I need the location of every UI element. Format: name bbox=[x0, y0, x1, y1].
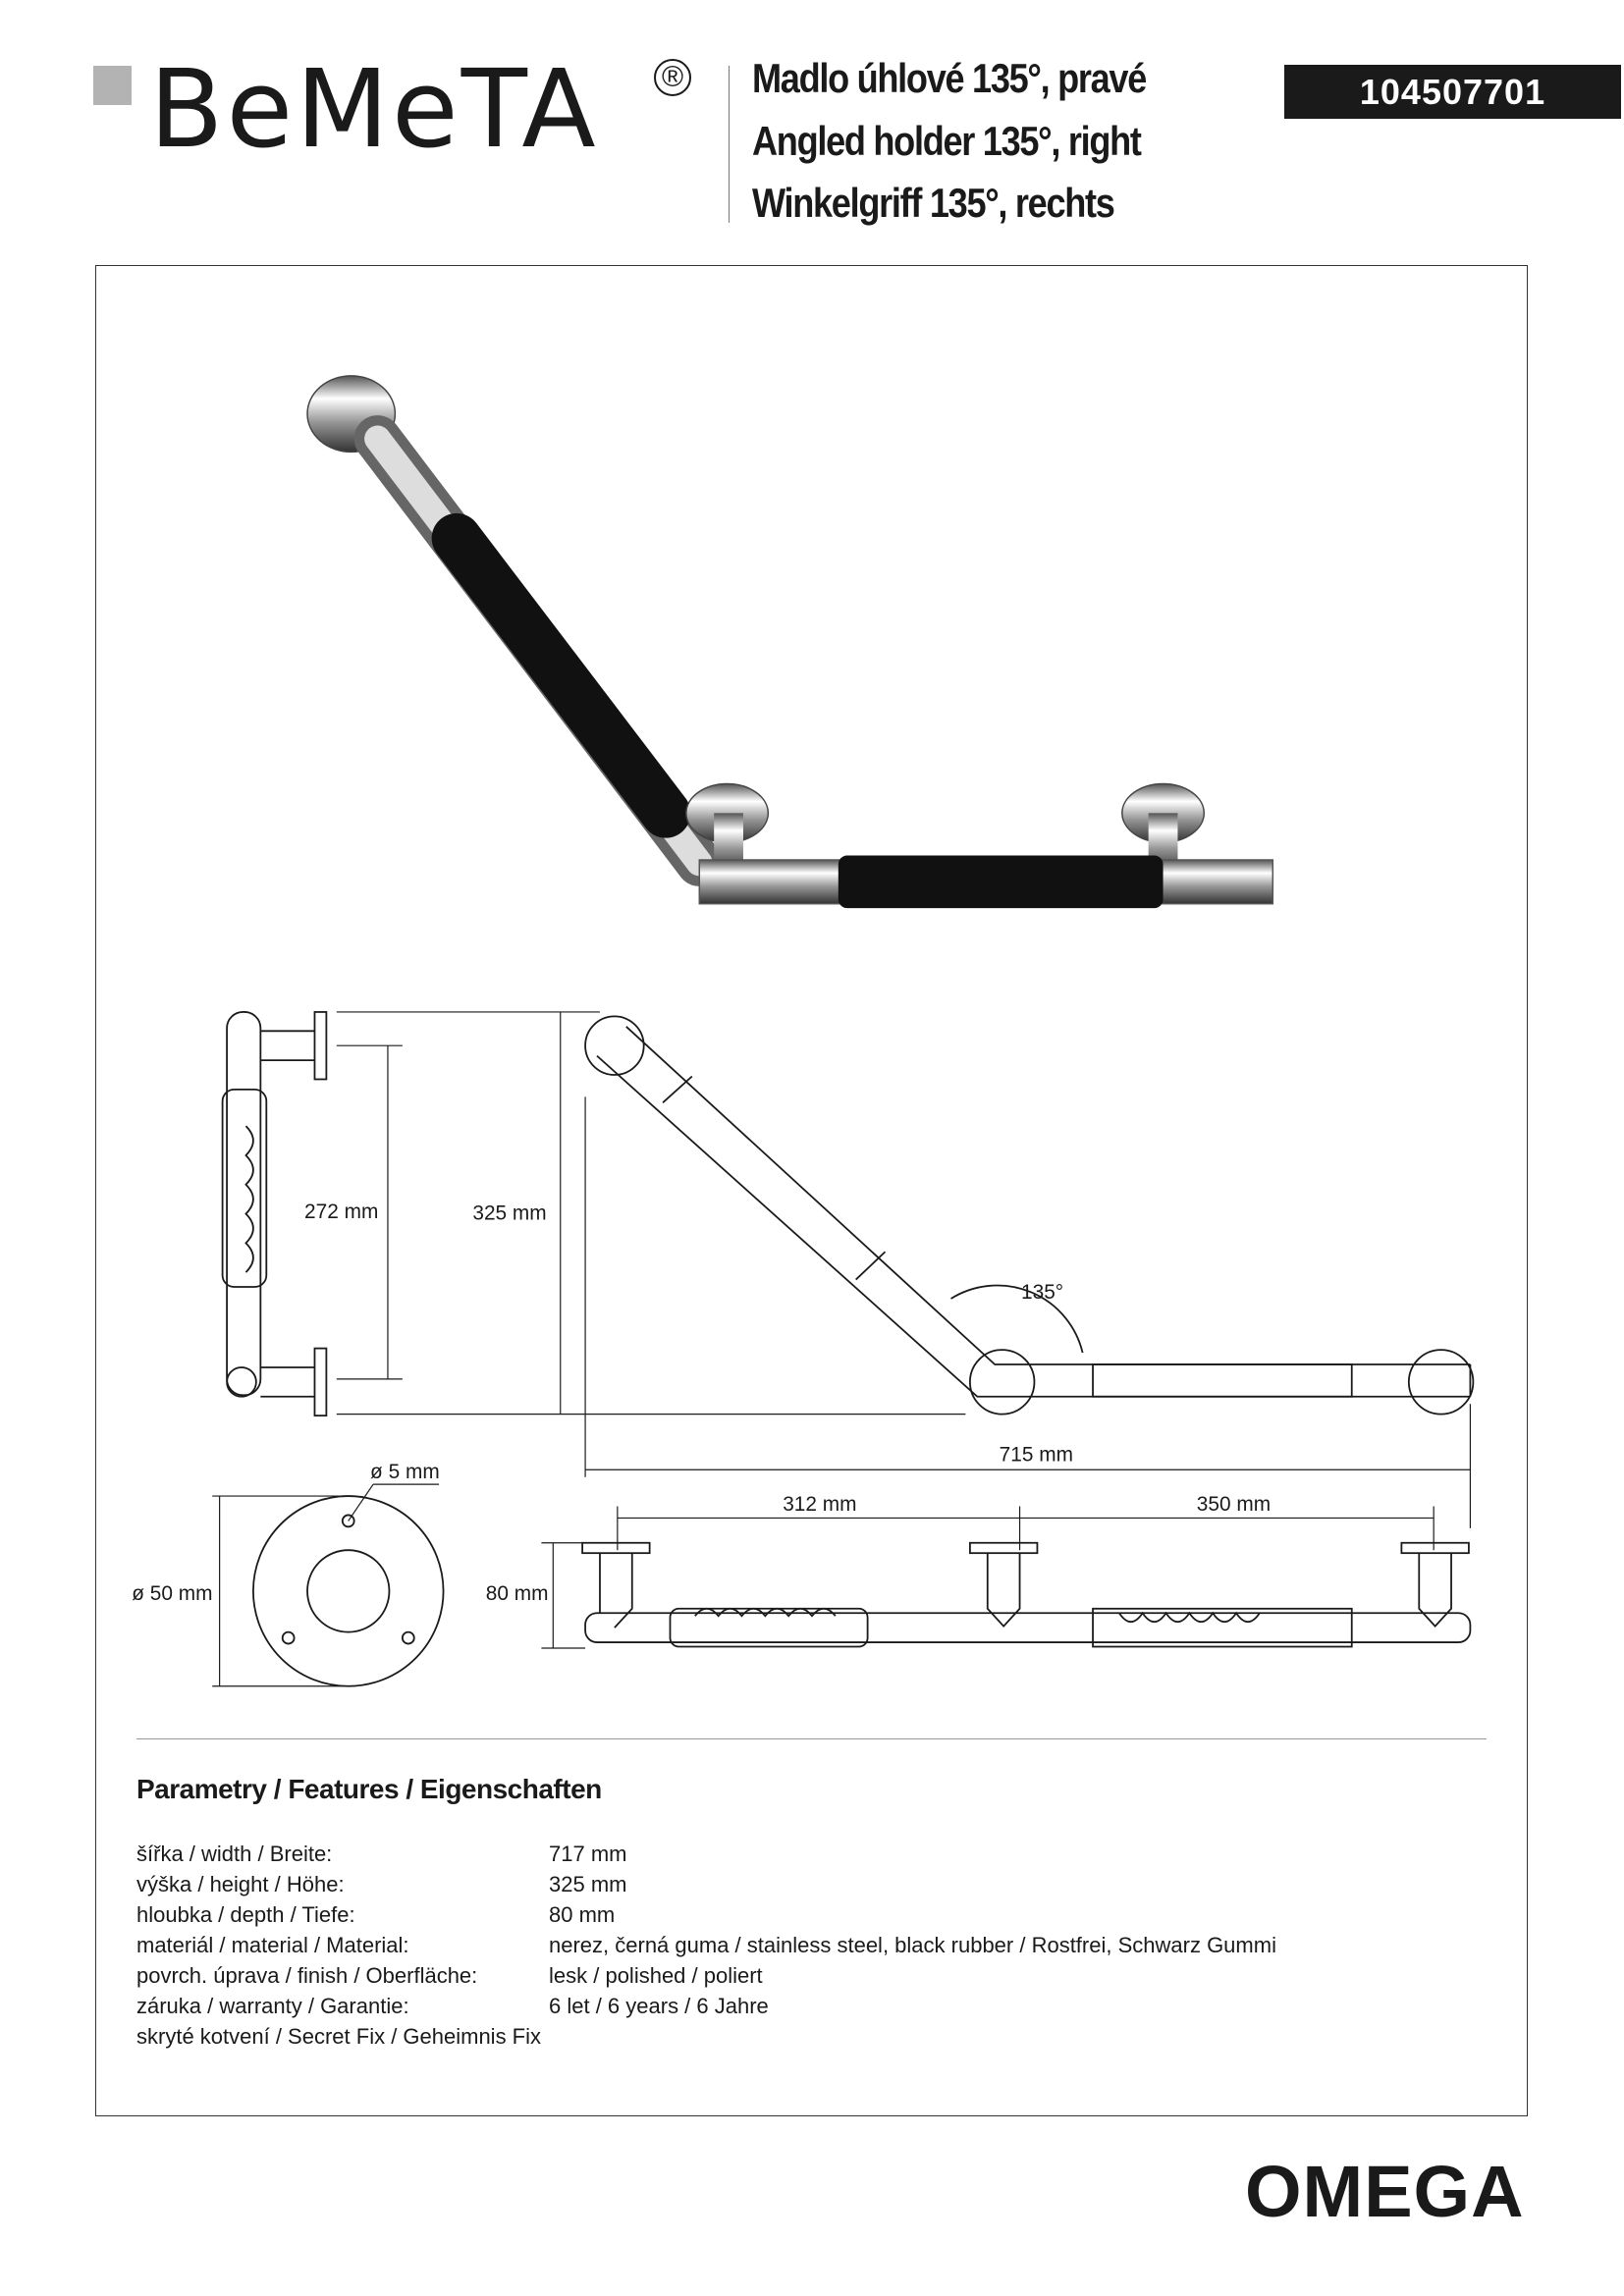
product-photo bbox=[306, 375, 1274, 909]
top-view bbox=[581, 1541, 1472, 1648]
dim-312: 312 mm bbox=[783, 1493, 856, 1516]
feature-row: hloubka / depth / Tiefe: 80 mm bbox=[136, 1902, 1413, 1928]
feature-row: skryté kotvení / Secret Fix / Geheimnis … bbox=[136, 2024, 1413, 2050]
title-cz: Madlo úhlové 135°, pravé bbox=[752, 55, 1147, 101]
front-view bbox=[584, 1015, 1475, 1415]
feature-label: povrch. úprava / finish / Oberfläche: bbox=[136, 1963, 478, 1988]
feature-row: šířka / width / Breite: 717 mm bbox=[136, 1842, 1413, 1867]
title-en: Angled holder 135°, right bbox=[752, 118, 1142, 164]
registered-mark: ® bbox=[654, 59, 691, 96]
dim-dia5: ø 5 mm bbox=[370, 1461, 440, 1483]
side-view bbox=[221, 1011, 328, 1417]
dimension-lines bbox=[212, 1011, 1472, 1687]
feature-value: 80 mm bbox=[549, 1902, 616, 1927]
feature-row: záruka / warranty / Garantie: 6 let / 6 y… bbox=[136, 1994, 1413, 2019]
brand-logo: BeMeTA bbox=[149, 46, 599, 172]
feature-label: hloubka / depth / Tiefe: bbox=[136, 1902, 355, 1927]
feature-row: povrch. úprava / finish / Oberfläche: les… bbox=[136, 1963, 1413, 1989]
dim-80: 80 mm bbox=[486, 1582, 549, 1605]
features-heading: Parametry / Features / Eigenschaften bbox=[136, 1774, 602, 1804]
section-divider bbox=[136, 1738, 1487, 1739]
logo-square bbox=[93, 66, 132, 105]
feature-value: 6 let / 6 years / 6 Jahre bbox=[549, 1994, 769, 2018]
product-code: 104507701 bbox=[1284, 65, 1621, 119]
feature-label: záruka / warranty / Garantie: bbox=[136, 1994, 409, 2018]
dim-272: 272 mm bbox=[304, 1201, 378, 1223]
dim-325: 325 mm bbox=[472, 1202, 546, 1225]
dim-350: 350 mm bbox=[1197, 1493, 1271, 1516]
series-name: OMEGA bbox=[1245, 2151, 1525, 2232]
feature-label: materiál / material / Material: bbox=[136, 1933, 409, 1957]
flange-view bbox=[251, 1495, 445, 1687]
feature-label: šířka / width / Breite: bbox=[136, 1842, 333, 1866]
header-divider bbox=[729, 66, 730, 223]
dim-715: 715 mm bbox=[1000, 1443, 1073, 1466]
feature-value: lesk / polished / poliert bbox=[549, 1963, 763, 1988]
feature-value: 325 mm bbox=[549, 1872, 627, 1896]
feature-label: výška / height / Höhe: bbox=[136, 1872, 345, 1896]
dim-angle: 135° bbox=[1021, 1281, 1063, 1304]
dim-dia50: ø 50 mm bbox=[132, 1582, 212, 1605]
feature-row: materiál / material / Material: nerez, če… bbox=[136, 1933, 1413, 1958]
title-de: Winkelgriff 135°, rechts bbox=[752, 180, 1115, 226]
drawing-frame bbox=[95, 265, 1528, 2116]
feature-label: skryté kotvení / Secret Fix / Geheimnis … bbox=[136, 2024, 542, 2049]
feature-value: nerez, černá guma / stainless steel, bla… bbox=[549, 1933, 1276, 1957]
feature-value: 717 mm bbox=[549, 1842, 627, 1866]
feature-row: výška / height / Höhe: 325 mm bbox=[136, 1872, 1413, 1897]
